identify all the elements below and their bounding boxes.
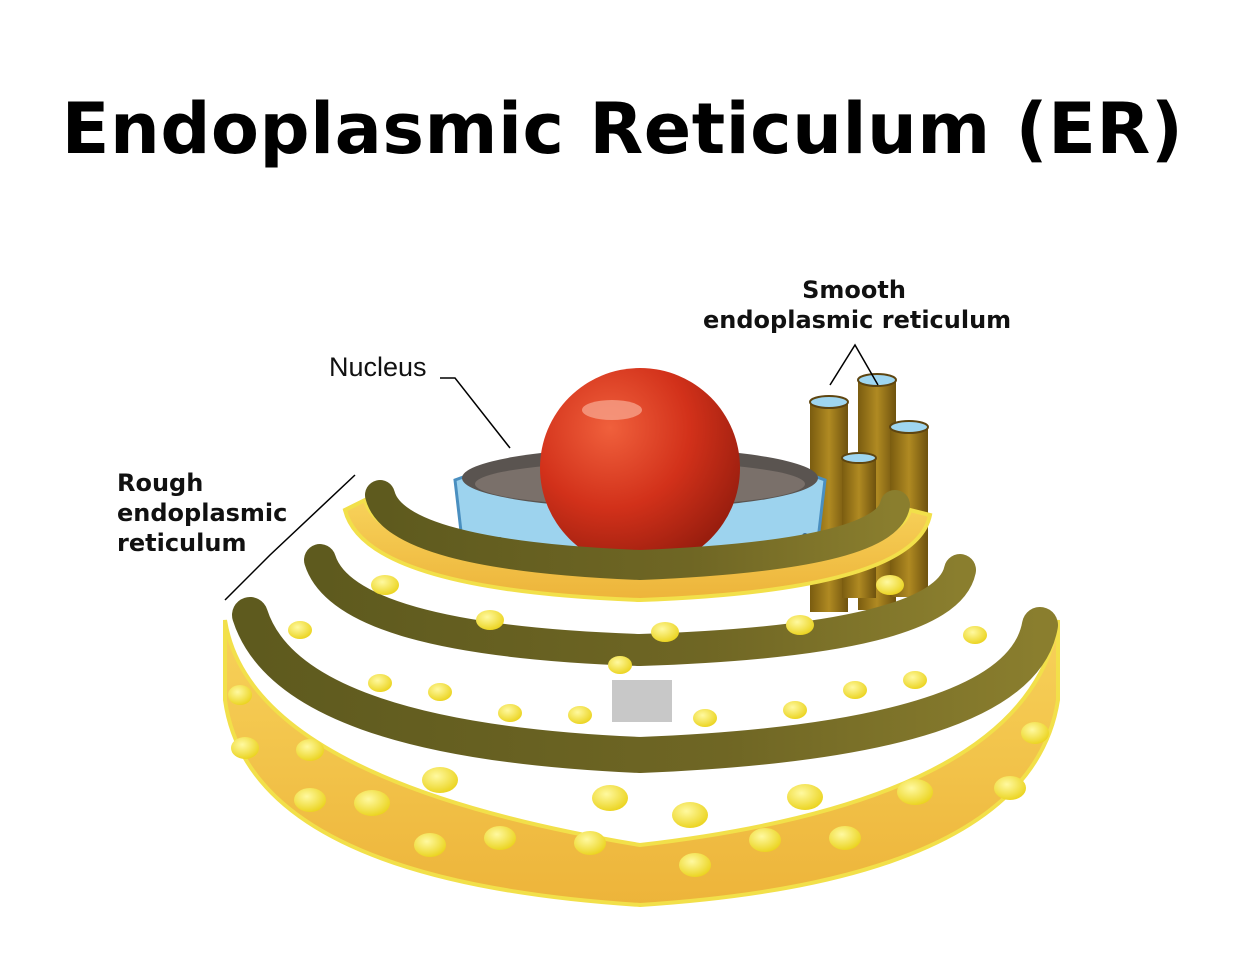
rough-er-label: Rough endoplasmic reticulum [117,468,287,558]
rough-er-label-line-3: reticulum [117,529,247,557]
smooth-er-label-line-1: Smooth [802,276,906,304]
rough-er-label-line-2: endoplasmic [117,499,288,527]
rough-er-label-line-1: Rough [117,469,204,497]
nucleus-label: Nucleus [329,352,427,383]
smooth-er-label: Smooth endoplasmic reticulum [703,275,1012,335]
diagram-title: Endoplasmic Reticulum (ER) [61,88,1184,170]
rough-er [223,480,1060,908]
nucleus [453,368,827,572]
nucleus-label-text: Nucleus [329,352,427,382]
leader-lines [224,343,879,601]
ribosomes [228,575,1049,877]
smooth-er-label-line-2: endoplasmic reticulum [703,306,1012,334]
